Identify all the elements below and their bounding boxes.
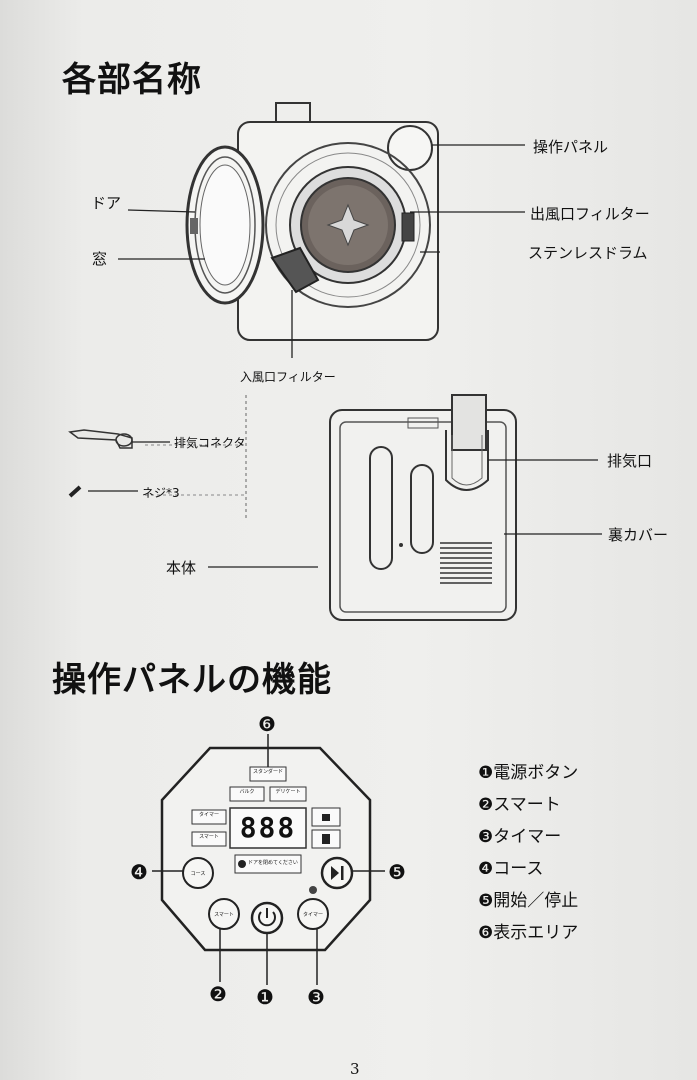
bulk-button: バルク [239,789,255,795]
callout-3: ❸ [307,985,325,1009]
label-outlet-filter: 出風口フィルター [530,205,650,223]
callout-1: ❶ [256,985,274,1009]
callout-2: ❷ [209,982,227,1006]
door-close-message: ドアを閉めてください [248,860,298,866]
timer-button: タイマー [302,912,323,918]
label-exhaust-port: 排気口 [607,452,653,470]
smart-button: スマート [214,912,234,918]
timer-indicator: タイマー [198,812,219,818]
label-back-cover: 裏カバー [608,526,669,544]
label-inlet-filter: 入風口フィルター [240,370,336,384]
standard-button: スタンダード [252,769,283,775]
legend-display-area: ❻表示エリア [478,923,579,943]
legend-course: ❹コース [478,859,544,879]
legend-smart: ❷スマート [478,795,561,815]
callout-5: ❺ [388,860,406,884]
label-screw: ネジ*3 [142,486,180,500]
label-stainless-drum: ステンレスドラム [528,244,648,262]
legend-start-stop: ❺開始／停止 [478,891,579,911]
page-number: 3 [350,1060,360,1078]
legend-power-button: ❶電源ボタン [478,763,579,783]
label-door: ドア [91,194,122,212]
label-window: 窓 [92,250,108,268]
parts-names-title: 各部名称 [62,60,202,100]
callout-4: ❹ [130,860,148,884]
callout-6: ❻ [258,712,276,736]
label-body: 本体 [166,559,197,577]
segment-display: 888 [239,811,297,844]
control-panel-functions-title: 操作パネルの機能 [52,660,332,700]
label-exhaust-connector: 排気コネクタ [174,436,246,450]
label-control-panel: 操作パネル [533,138,609,156]
smart-indicator: スマート [199,834,219,840]
legend-timer: ❸タイマー [478,827,562,847]
course-button: コース [190,871,206,877]
delicate-button: デリケート [275,789,301,795]
